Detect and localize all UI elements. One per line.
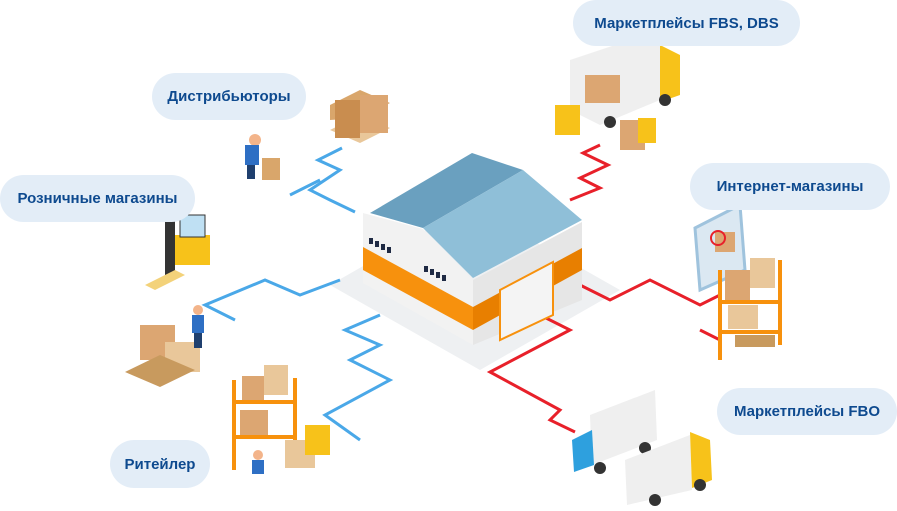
distributor-boxes <box>245 90 390 180</box>
label-distributors: Дистрибьюторы <box>152 73 306 120</box>
retailer-shelves <box>232 365 330 474</box>
label-marketplaces-fbo: Маркетплейсы FBO <box>717 388 897 435</box>
connector-distributors <box>307 146 356 214</box>
retail-forklift <box>125 214 210 387</box>
connector-fbs <box>569 143 612 202</box>
connector-retailer <box>322 313 394 442</box>
connector-online <box>579 278 721 307</box>
outbound-connectors <box>486 143 721 434</box>
online-store <box>693 202 782 360</box>
warehouse-windows <box>369 238 446 281</box>
label-retailer: Ритейлер <box>110 440 210 488</box>
label-online-stores: Интернет-магазины <box>690 163 890 210</box>
worker-figure <box>252 450 264 474</box>
connector-retail-stores <box>201 278 341 322</box>
label-marketplaces-fbs-dbs: Маркетплейсы FBS, DBS <box>573 0 800 46</box>
inbound-connectors <box>201 146 394 442</box>
connector-fbo <box>486 313 576 434</box>
worker-figure <box>245 134 280 180</box>
warehouse-door <box>499 260 554 342</box>
label-retail-stores: Розничные магазины <box>0 175 195 222</box>
connector-distributors-2 <box>289 178 321 197</box>
warehouse <box>363 153 582 345</box>
fbo-trucks <box>572 390 712 506</box>
worker-figure <box>192 305 204 348</box>
fbs-truck <box>555 30 680 150</box>
